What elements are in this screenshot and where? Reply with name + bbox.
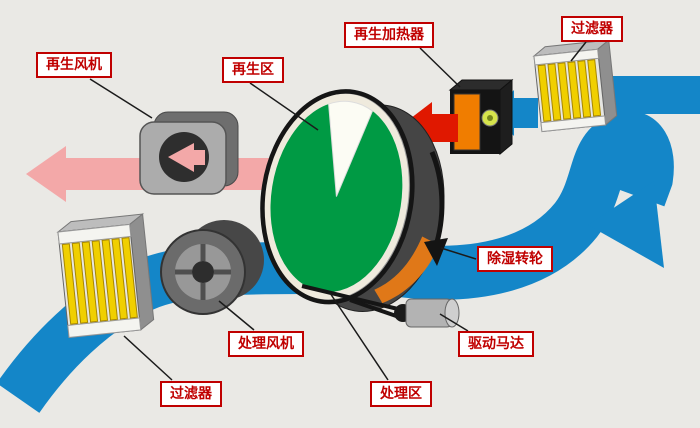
label-regen-heater: 再生加热器: [344, 22, 434, 48]
wheel-orange-sector: [374, 236, 440, 304]
bottom-filter: [56, 213, 155, 338]
process-fan: [160, 220, 264, 315]
label-process-zone: 处理区: [370, 381, 432, 407]
leader-filter-bottom: [123, 335, 173, 381]
drive-belt-lines: [301, 284, 403, 320]
leader-filter-top: [570, 41, 587, 62]
label-dehumid-wheel: 除湿转轮: [477, 246, 553, 272]
wheel-regen-zone: [328, 100, 374, 197]
drive-motor: [394, 298, 460, 328]
drive-belt: [260, 89, 415, 305]
label-drive-motor: 驱动马达: [458, 331, 534, 357]
label-regen-zone: 再生区: [222, 57, 284, 83]
regen-fan: [139, 111, 239, 195]
hot-air-arrow: [398, 102, 458, 154]
leader-dehumid-wheel: [440, 247, 477, 260]
leader-process-zone: [329, 292, 389, 381]
leader-regen-heater: [419, 47, 461, 88]
desiccant-wheel: [260, 89, 445, 313]
label-regen-fan: 再生风机: [36, 52, 112, 78]
leader-process-fan: [218, 300, 255, 331]
top-filter: [532, 39, 618, 133]
label-filter-bottom: 过滤器: [160, 381, 222, 407]
leader-regen-zone: [249, 82, 319, 131]
leader-lines: [89, 41, 587, 381]
label-process-fan: 处理风机: [228, 331, 304, 357]
leader-drive-motor: [439, 313, 469, 332]
rotation-arrow-icon: [424, 151, 448, 266]
regen-heater: [448, 78, 514, 156]
leader-regen-fan: [89, 78, 153, 119]
label-filter-top: 过滤器: [561, 16, 623, 42]
